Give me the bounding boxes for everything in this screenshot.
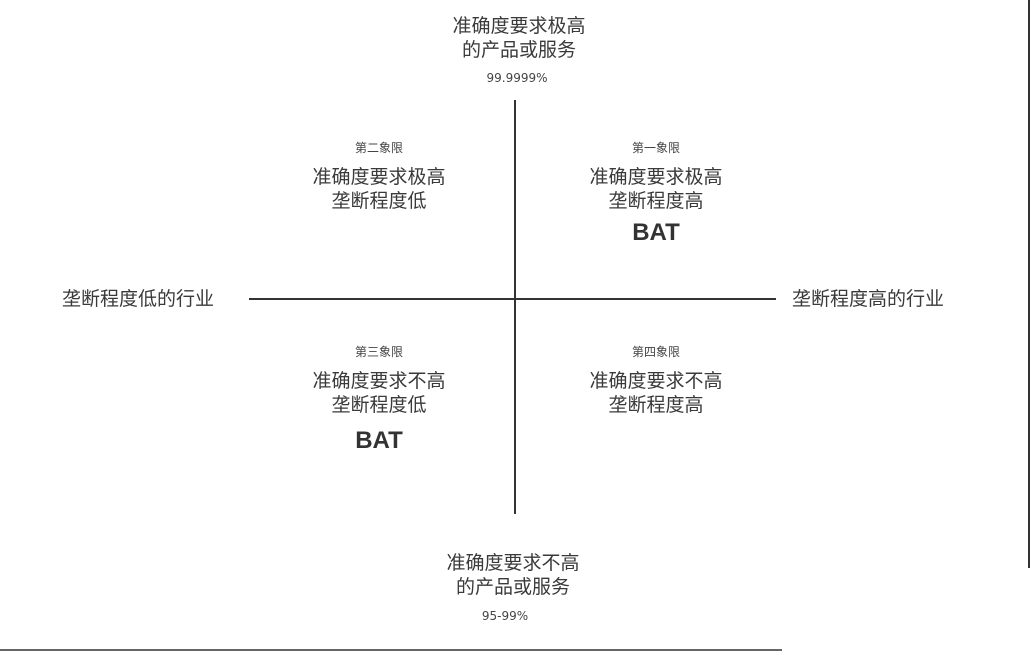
quadrant-line1: 准确度要求极高 [589, 166, 723, 188]
top-range: 99.9999% [486, 71, 548, 85]
bottom-label: 准确度要求不高 的产品或服务 [446, 551, 579, 599]
quadrant-4: 第四象限 准确度要求不高 垄断程度高 [589, 343, 722, 417]
quadrant-line2: 垄断程度低 [331, 394, 427, 416]
right-border [1028, 0, 1030, 568]
bottom-range: 95-99% [481, 609, 529, 623]
top-label-line2: 的产品或服务 [461, 39, 577, 61]
quadrant-line1: 准确度要求极高 [312, 166, 446, 188]
quadrant-line1: 准确度要求不高 [312, 370, 446, 392]
quadrant-tag: BAT [632, 219, 680, 246]
left-label: 垄断程度低的行业 [62, 288, 215, 310]
quadrant-line2: 垄断程度高 [608, 394, 704, 416]
vertical-axis [514, 100, 516, 514]
quadrant-title: 第四象限 [631, 345, 681, 359]
bottom-label-line1: 准确度要求不高 [446, 552, 580, 574]
quadrant-title: 第三象限 [354, 345, 404, 359]
quadrant-2: 第二象限 准确度要求极高 垄断程度低 [312, 139, 445, 213]
top-label: 准确度要求极高 的产品或服务 [452, 14, 585, 62]
quadrant-line2: 垄断程度高 [608, 190, 704, 212]
quadrant-1: 第一象限 准确度要求极高 垄断程度高 BAT [589, 139, 722, 247]
quadrant-title: 第一象限 [631, 141, 681, 155]
quadrant-line1: 准确度要求不高 [589, 370, 723, 392]
quadrant-tag: BAT [355, 427, 403, 454]
horizontal-axis [249, 298, 776, 300]
bottom-border [0, 649, 782, 651]
top-label-line1: 准确度要求极高 [452, 15, 586, 37]
quadrant-3: 第三象限 准确度要求不高 垄断程度低 BAT [312, 343, 445, 455]
quadrant-line2: 垄断程度低 [331, 190, 427, 212]
bottom-label-line2: 的产品或服务 [455, 576, 571, 598]
quadrant-title: 第二象限 [354, 141, 404, 155]
right-label: 垄断程度高的行业 [792, 288, 945, 310]
